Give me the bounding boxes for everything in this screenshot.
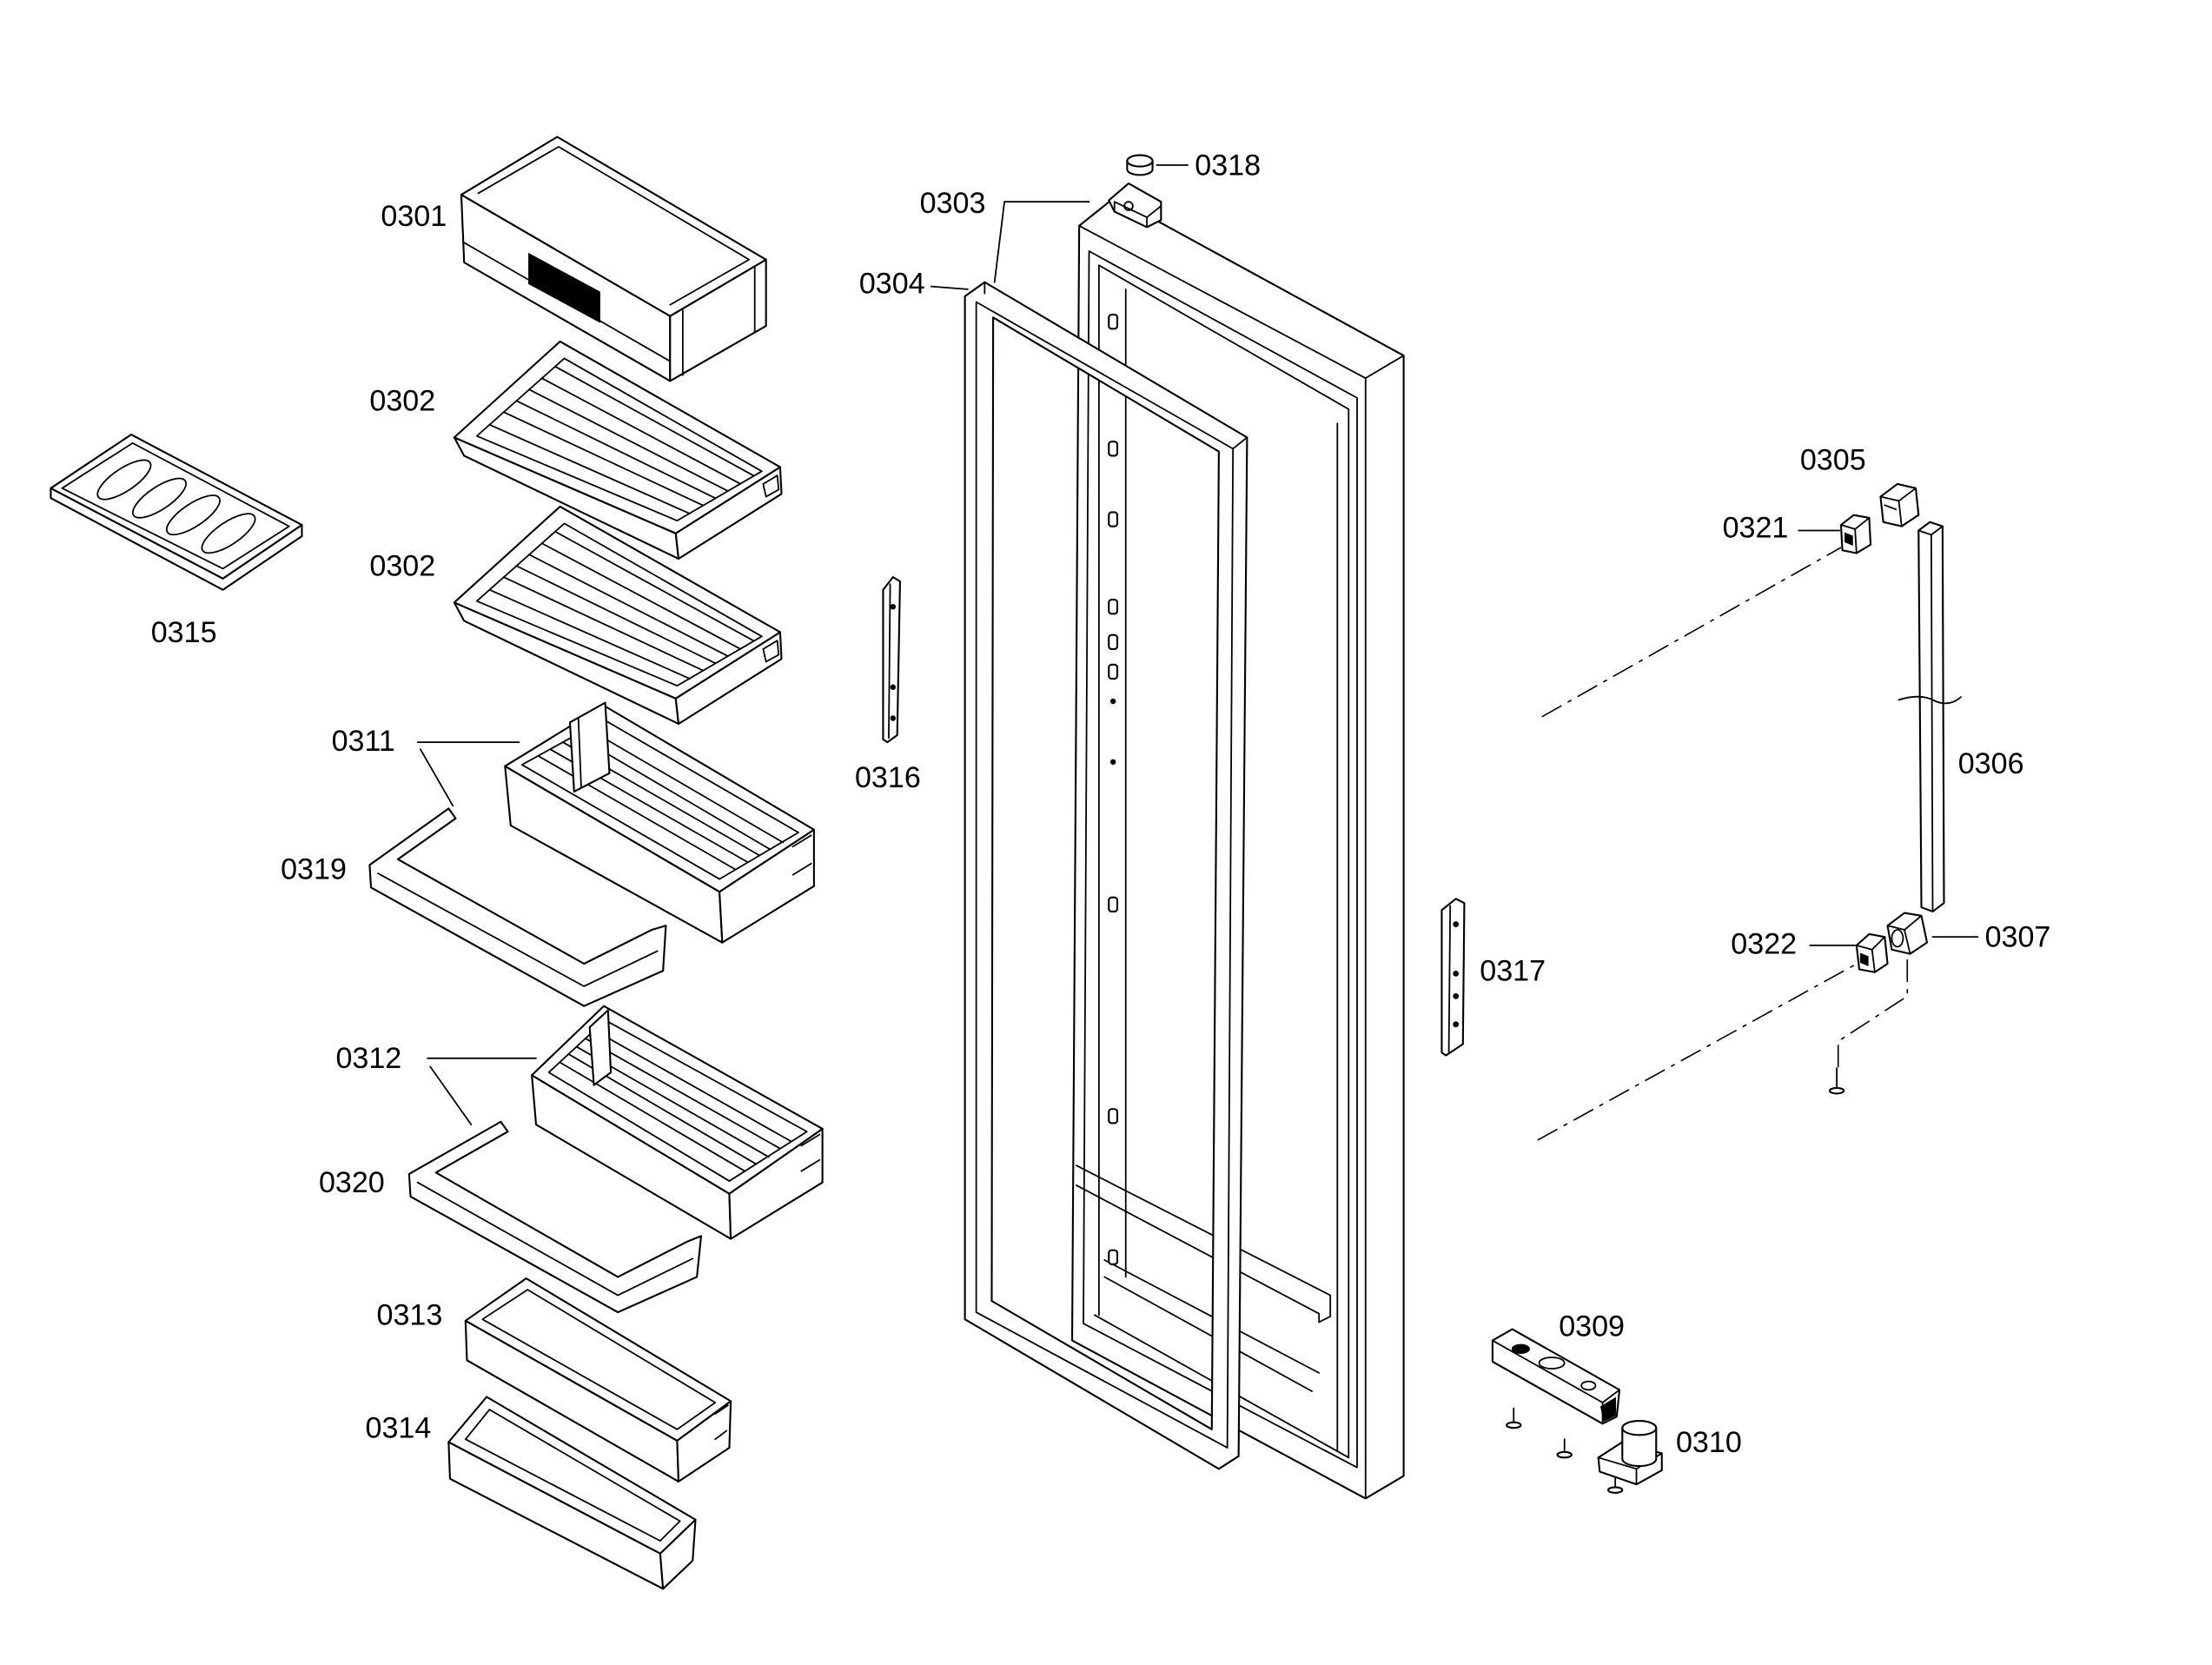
callout-0313: 0313 bbox=[377, 1299, 443, 1332]
screw-hinge-c bbox=[1606, 1472, 1624, 1494]
callout-0321: 0321 bbox=[1723, 512, 1789, 545]
callout-0316: 0316 bbox=[855, 761, 921, 794]
leader-0304 bbox=[930, 285, 969, 290]
part-0305 bbox=[1879, 482, 1920, 527]
callout-0317: 0317 bbox=[1480, 954, 1546, 987]
screw-hinge-a bbox=[1506, 1407, 1522, 1430]
part-0301 bbox=[460, 136, 767, 382]
part-0309 bbox=[1491, 1328, 1621, 1425]
callout-0319: 0319 bbox=[281, 853, 347, 886]
part-0313 bbox=[464, 1277, 732, 1483]
callout-0314: 0314 bbox=[366, 1412, 432, 1445]
part-0319 bbox=[368, 807, 667, 1007]
callout-0302-lower: 0302 bbox=[369, 549, 435, 582]
part-0302-lower bbox=[453, 505, 783, 726]
callout-0305: 0305 bbox=[1800, 444, 1866, 477]
screw-hinge-b bbox=[1556, 1438, 1573, 1459]
callout-0309: 0309 bbox=[1559, 1310, 1625, 1343]
part-0315 bbox=[50, 434, 303, 591]
callout-0303: 0303 bbox=[920, 187, 986, 220]
callout-0304: 0304 bbox=[859, 268, 925, 301]
callout-0310: 0310 bbox=[1676, 1426, 1742, 1459]
part-0304 bbox=[964, 281, 1248, 1470]
leader-0303 bbox=[993, 201, 1090, 283]
part-0322 bbox=[1855, 932, 1889, 973]
assembly-line-upper bbox=[1541, 547, 1842, 718]
part-0320 bbox=[407, 1120, 703, 1314]
assembly-line-lower bbox=[1537, 961, 1860, 1141]
part-0314 bbox=[447, 1396, 697, 1590]
part-0312 bbox=[531, 1005, 824, 1240]
callout-0307: 0307 bbox=[1985, 921, 2051, 954]
callout-0315: 0315 bbox=[151, 616, 217, 649]
assembly-line-screw bbox=[1837, 959, 1909, 1069]
part-0317 bbox=[1440, 898, 1466, 1057]
callout-0322: 0322 bbox=[1731, 928, 1797, 961]
callout-0301: 0301 bbox=[381, 200, 447, 233]
callout-0302-upper: 0302 bbox=[369, 385, 435, 418]
callout-0312: 0312 bbox=[335, 1042, 401, 1075]
part-0302-upper bbox=[453, 340, 783, 561]
leader-0311 bbox=[416, 741, 520, 807]
callout-0318: 0318 bbox=[1195, 149, 1261, 182]
part-0311 bbox=[504, 701, 815, 944]
callout-0320: 0320 bbox=[319, 1166, 385, 1199]
part-0318 bbox=[1126, 154, 1154, 176]
part-0307 bbox=[1886, 912, 1929, 955]
leader-0312 bbox=[427, 1057, 537, 1126]
part-0306 bbox=[1897, 521, 1962, 912]
callout-0306: 0306 bbox=[1958, 747, 2024, 780]
callout-0311: 0311 bbox=[332, 725, 395, 758]
part-0321 bbox=[1839, 514, 1872, 554]
part-0310 bbox=[1597, 1420, 1663, 1486]
screw-handle bbox=[1828, 1067, 1845, 1095]
part-0316 bbox=[882, 576, 901, 744]
